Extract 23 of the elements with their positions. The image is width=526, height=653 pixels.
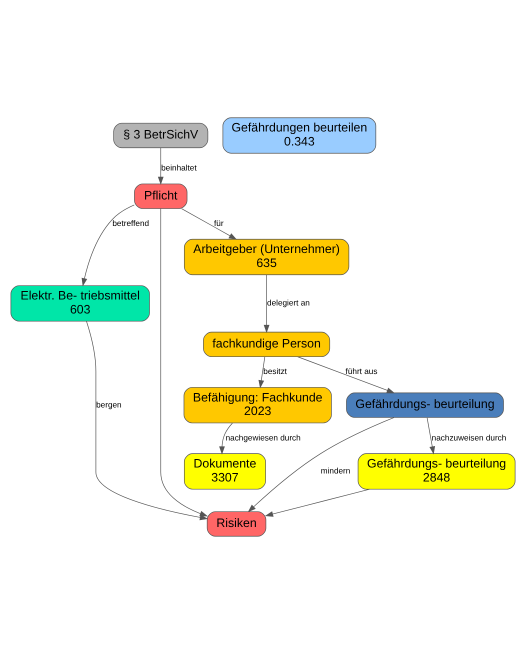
- arrow: [426, 416, 436, 454]
- node-box: Risiken: [206, 510, 266, 536]
- arrow: [86, 320, 208, 520]
- arrow: [264, 274, 270, 333]
- arrow: [82, 204, 135, 286]
- arrow: [248, 416, 394, 512]
- node-box: fachkundige Person: [203, 331, 330, 357]
- node-box: Gefährdungs- beurteilung: [346, 392, 504, 418]
- node-box: § 3 BetrSichV: [113, 122, 208, 148]
- node-box: Gefährdungen beurteilen 0.343: [222, 116, 376, 154]
- arrow: [297, 356, 395, 393]
- node-box: Gefährdungs- beurteilung 2848: [358, 452, 516, 489]
- node-box: Dokumente 3307: [184, 452, 266, 489]
- node-box: Pflicht: [134, 183, 188, 208]
- arrow: [264, 488, 370, 516]
- arrow: [160, 208, 208, 516]
- arrow: [219, 422, 233, 454]
- arrow: [158, 147, 164, 184]
- arrow: [258, 356, 266, 388]
- arrow: [181, 208, 237, 240]
- node-box: Elektr. Be- triebsmittel 603: [10, 284, 150, 322]
- node-box: Arbeitgeber (Unternehmer) 635: [184, 238, 350, 275]
- node-box: Befähigung: Fachkunde 2023: [184, 386, 332, 423]
